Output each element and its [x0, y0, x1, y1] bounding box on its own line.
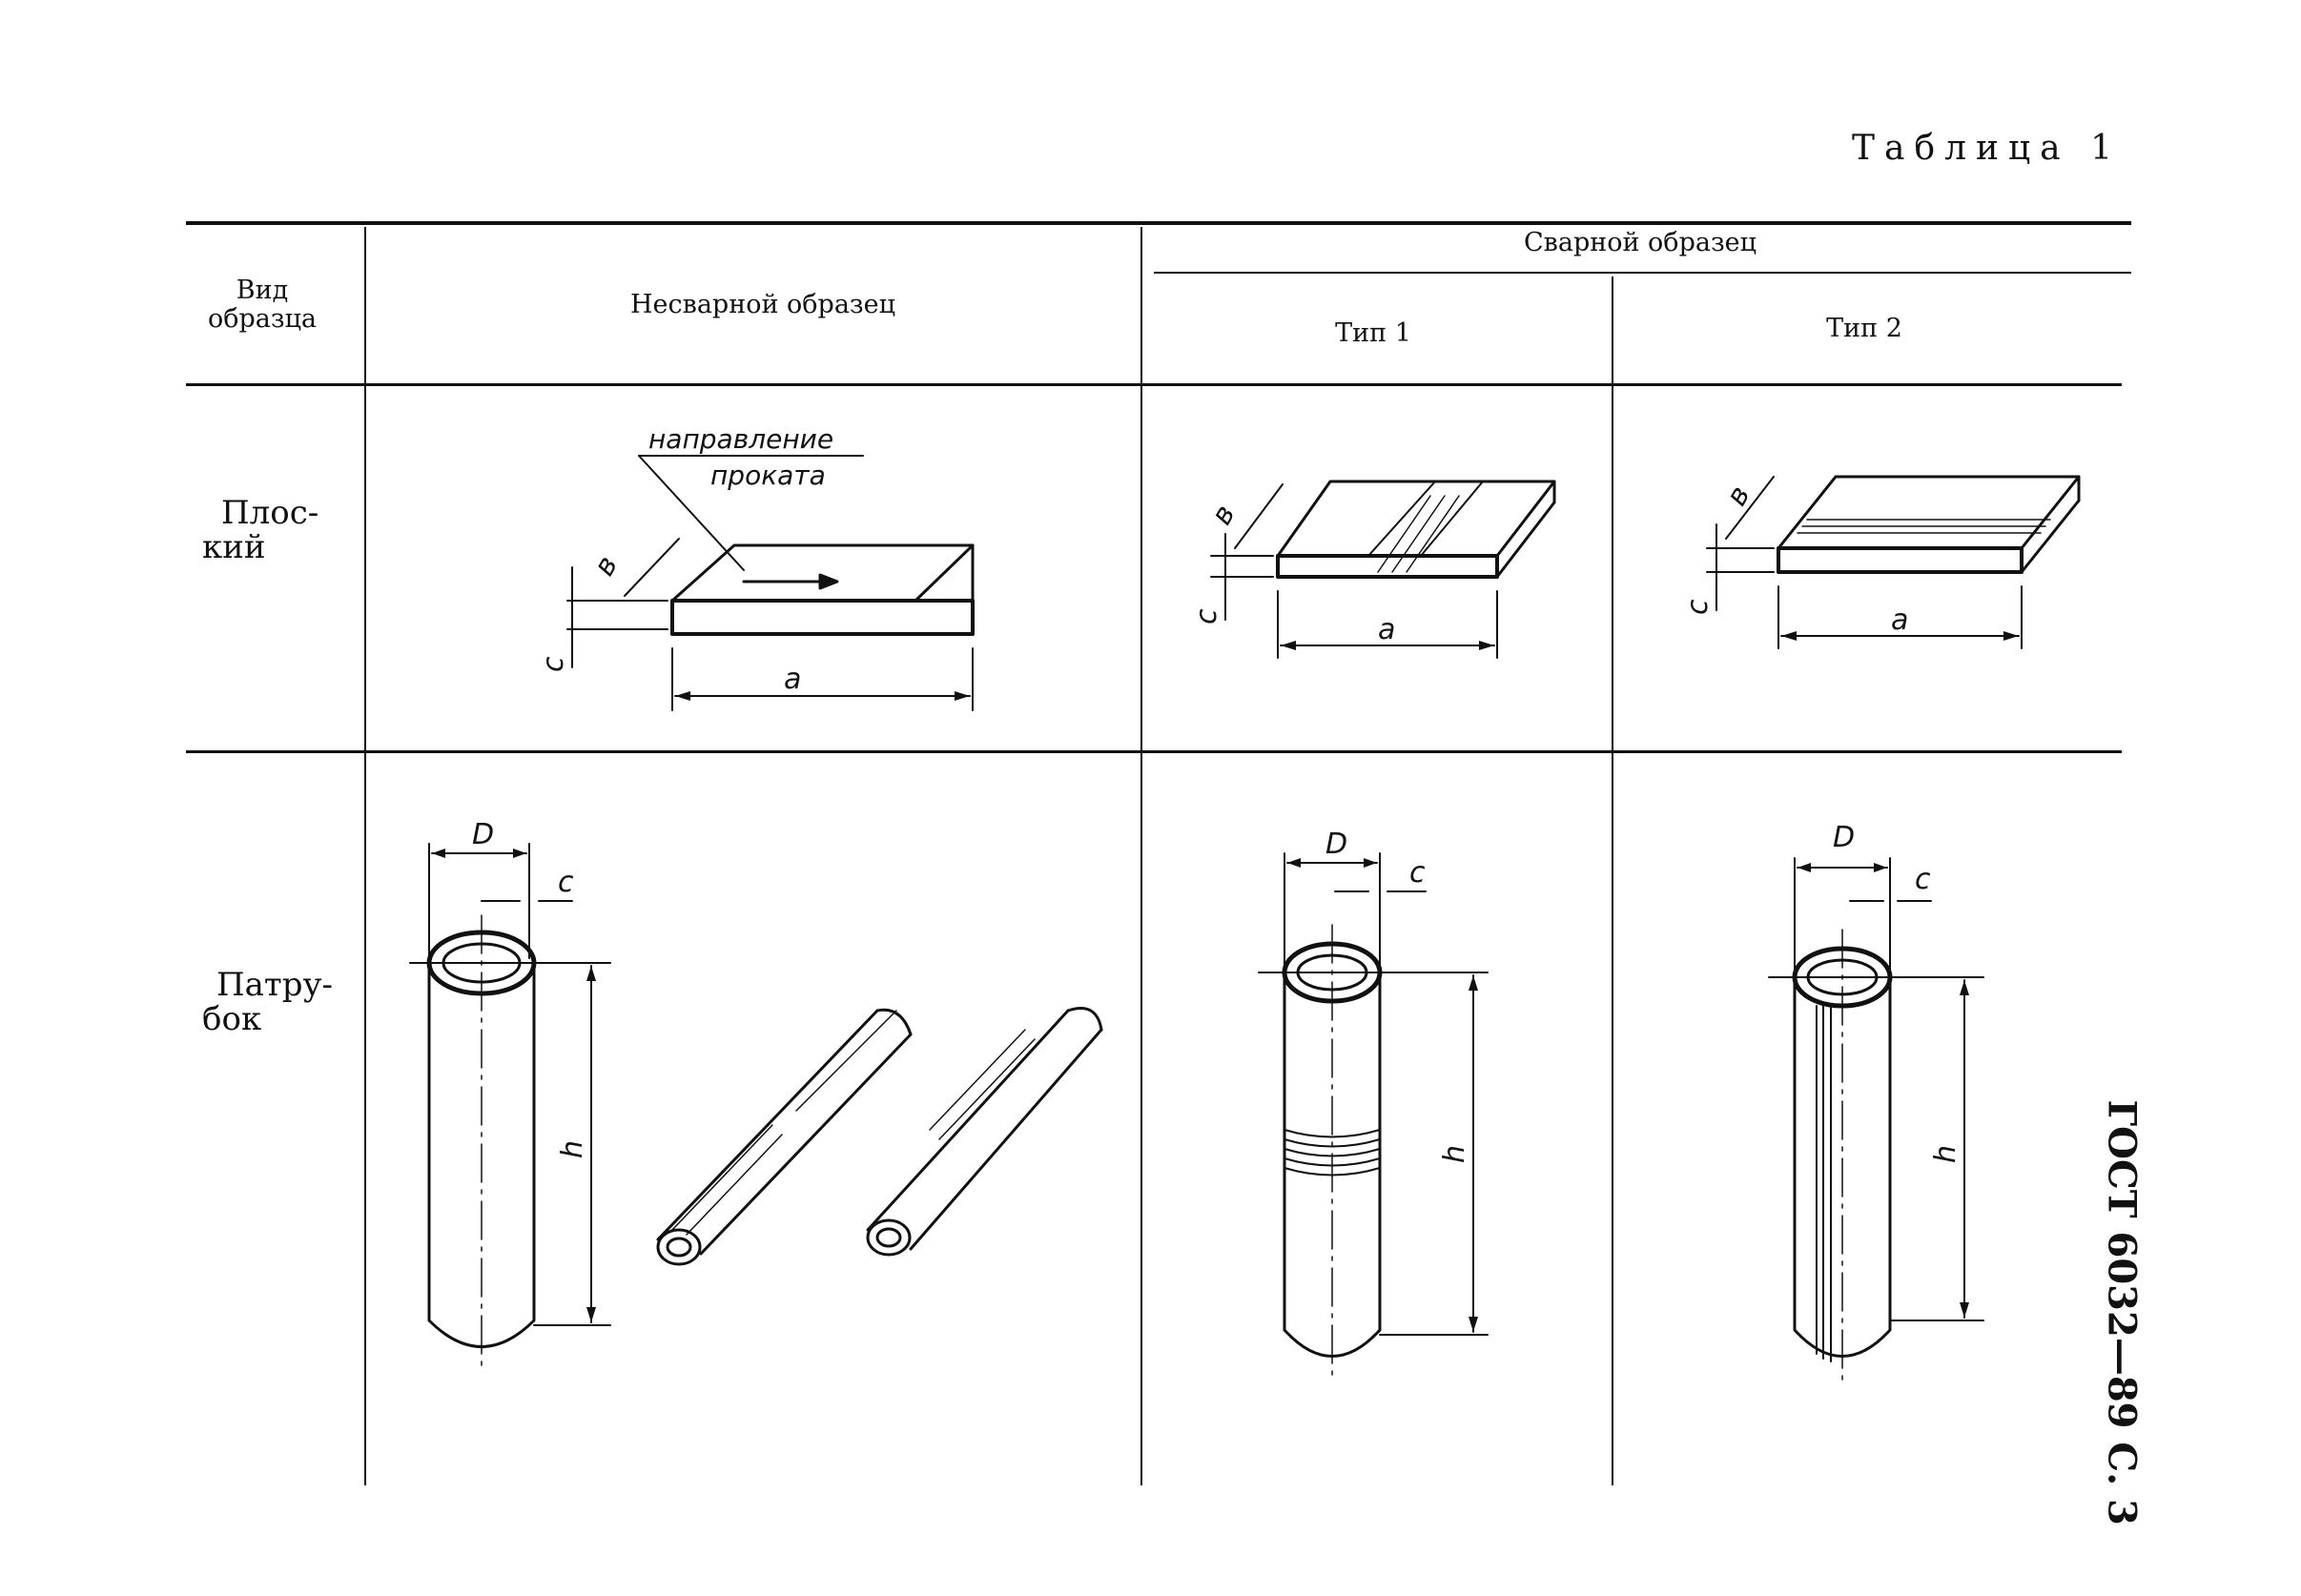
header-type-2: Тип 2	[1826, 314, 1902, 343]
table-caption: Таблица 1	[1852, 129, 2122, 168]
header-type-1: Тип 1	[1335, 318, 1411, 348]
header-bottom-rule	[186, 383, 2122, 386]
row-label-pipe-line2: бок	[202, 1000, 262, 1038]
row-label-pipe: Патру- бок	[202, 968, 333, 1036]
dim-D-label-t2: D	[1833, 821, 1855, 854]
dim-h-label-t2: h	[1929, 1145, 1962, 1163]
welded-flat-type1-drawing: a в c	[1190, 480, 1556, 659]
dim-b-label-t1: в	[1205, 500, 1243, 531]
header-unwelded: Несварной образец	[629, 290, 895, 319]
dim-D-label: D	[472, 818, 494, 851]
welded-pipe-type2-drawing: D c h	[1768, 821, 1984, 1383]
dim-c-label-t2: c	[1681, 599, 1715, 615]
dim-D-label-t1: D	[1325, 828, 1347, 861]
row-label-flat-line2: кий	[202, 528, 266, 566]
dim-a-label-t1: a	[1378, 613, 1395, 646]
row-label-pipe-line1: Патру-	[216, 966, 333, 1004]
dim-c-label: c	[537, 656, 570, 672]
rolling-direction-label-1: направление	[648, 423, 833, 455]
cut-pipe-sample-1	[656, 1008, 913, 1266]
dim-h-label: h	[556, 1140, 589, 1158]
dim-h-label-t1: h	[1438, 1145, 1471, 1163]
column-divider-2	[1140, 227, 1142, 1485]
rolling-direction-label-2: проката	[710, 460, 826, 491]
header-specimen-kind: Вид образца	[207, 276, 318, 334]
row-label-flat: Плос- кий	[202, 496, 318, 564]
dim-c-label-pipe: c	[558, 866, 574, 899]
dim-b-label: в	[587, 550, 625, 582]
dim-a-label-t2: a	[1891, 604, 1908, 637]
welded-subheader-rule	[1154, 272, 2131, 274]
dim-a-label: a	[784, 663, 801, 696]
welded-pipe-type1-drawing: D c h	[1258, 828, 1489, 1383]
dim-c-label-t1-pipe: c	[1409, 856, 1426, 890]
column-divider-3	[1612, 276, 1613, 1485]
dim-c-label-t2-pipe: c	[1915, 863, 1931, 896]
row-divider-rule	[186, 750, 2122, 753]
welded-flat-type2-drawing: a в c	[1681, 475, 2081, 649]
row-label-flat-line1: Плос-	[221, 494, 319, 532]
unwelded-flat-plate-drawing: направление проката a в c	[537, 423, 975, 711]
unwelded-pipe-drawing: D c h	[409, 818, 1103, 1374]
dim-c-label-t1: c	[1190, 608, 1223, 624]
cut-pipe-sample-2	[866, 1007, 1103, 1257]
column-divider-1	[364, 227, 366, 1485]
header-welded: Сварной образец	[1523, 228, 1757, 257]
table-top-rule	[186, 221, 2131, 225]
